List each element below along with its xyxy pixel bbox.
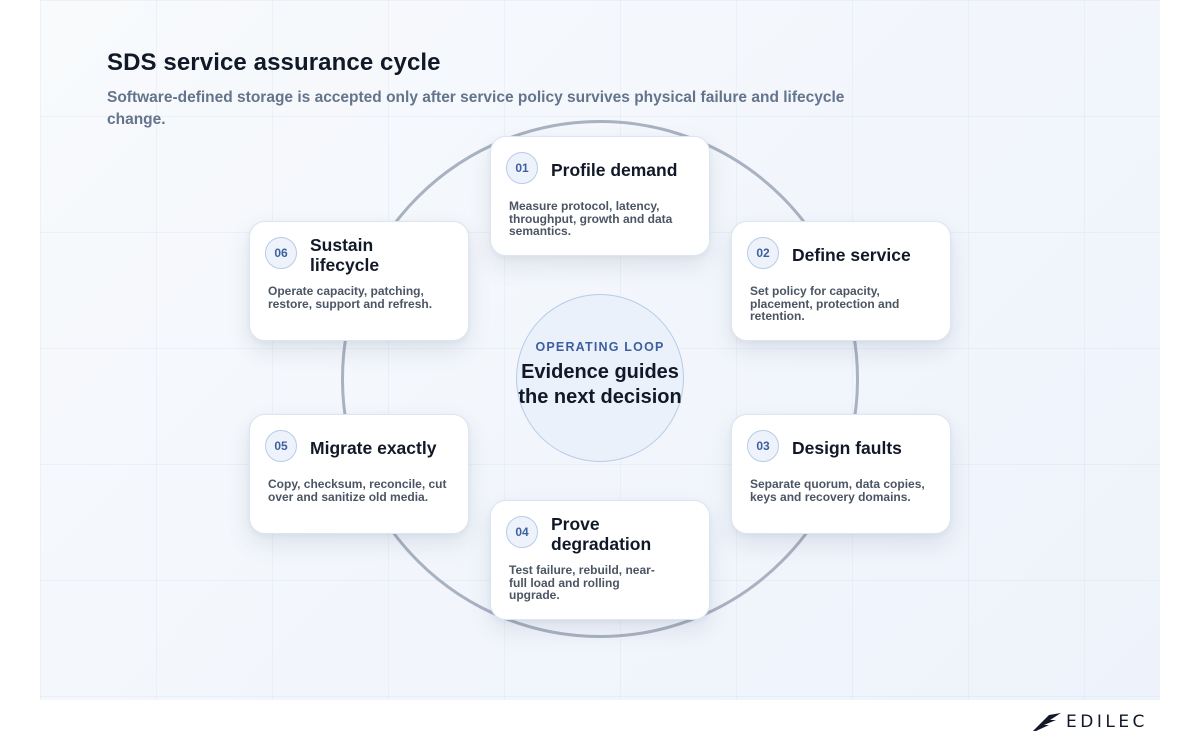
step-number-badge: 05	[265, 430, 297, 462]
step-title: Define service	[792, 245, 911, 265]
step-title: Migrate exactly	[310, 438, 437, 458]
step-title: Sustain lifecycle	[310, 235, 380, 275]
step-description: Copy, checksum, reconcile, cut over and …	[268, 477, 447, 504]
hub-text: Evidence guides the next decision	[518, 361, 682, 408]
step-number-badge: 02	[747, 237, 779, 269]
step-description: Test failure, rebuild, near-full load an…	[509, 563, 655, 602]
cycle-ring	[341, 120, 859, 638]
step-description: Set policy for capacity, placement, prot…	[750, 284, 900, 323]
step-card-migrate-exactly: 05 Migrate exactly Copy, checksum, recon…	[249, 414, 469, 534]
step-card-design-faults: 03 Design faults Separate quorum, data c…	[731, 414, 951, 534]
page-title: SDS service assurance cycle	[107, 49, 441, 76]
step-card-prove-degradation: 04 Prove degradation Test failure, rebui…	[490, 500, 710, 620]
step-card-sustain-lifecycle: 06 Sustain lifecycle Operate capacity, p…	[249, 221, 469, 341]
brand-name: EDILEC	[1066, 712, 1148, 732]
step-card-define-service: 02 Define service Set policy for capacit…	[731, 221, 951, 341]
step-number-badge: 04	[506, 516, 538, 548]
operating-loop-hub: OPERATING LOOP Evidence guides the next …	[516, 294, 684, 462]
step-description: Measure protocol, latency, throughput, g…	[509, 199, 673, 238]
step-title: Prove degradation	[551, 514, 652, 554]
step-description: Separate quorum, data copies, keys and r…	[750, 477, 925, 504]
page-subtitle: Software-defined storage is accepted onl…	[107, 89, 845, 128]
step-number-badge: 03	[747, 430, 779, 462]
step-title: Profile demand	[551, 160, 678, 180]
step-title: Design faults	[792, 438, 902, 458]
step-description: Operate capacity, patching, restore, sup…	[268, 284, 433, 311]
step-card-profile-demand: 01 Profile demand Measure protocol, late…	[490, 136, 710, 256]
step-number-badge: 01	[506, 152, 538, 184]
brand-mark-icon	[1033, 713, 1061, 731]
hub-kicker: OPERATING LOOP	[535, 340, 665, 354]
brand-logo: EDILEC	[1032, 710, 1148, 734]
step-number-badge: 06	[265, 237, 297, 269]
